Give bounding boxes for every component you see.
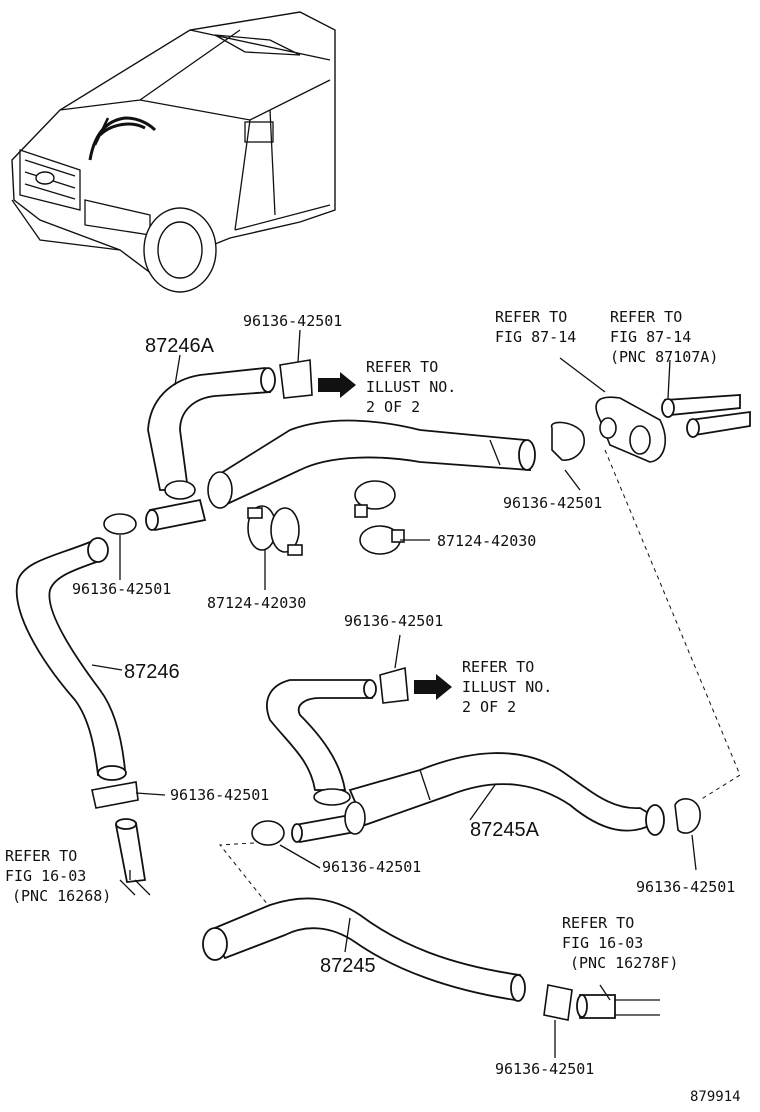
refer-fig8714b-2: FIG 87-14 — [610, 328, 691, 346]
refer-fig1603a-1: REFER TO — [5, 847, 77, 865]
refer-fig8714b-3: (PNC 87107A) — [610, 348, 718, 366]
label-96136-left: 96136-42501 — [72, 580, 171, 598]
label-87124-right: 87124-42030 — [437, 532, 536, 550]
refer-illust-upper-2: ILLUST NO. — [366, 378, 456, 396]
refer-fig1603b-3: (PNC 16278F) — [570, 954, 678, 972]
clamp-96136-group — [103, 359, 701, 846]
refer-illust-lower-3: 2 OF 2 — [462, 698, 516, 716]
clamp-87124-right — [354, 480, 405, 555]
leader-lines — [91, 329, 697, 1058]
arrow-to-illust-upper — [318, 372, 356, 398]
refer-fig1603a-3: (PNC 16268) — [12, 887, 111, 905]
arrow-to-illust-lower — [414, 674, 452, 700]
vehicle-illustration — [11, 11, 336, 293]
label-96136-lower-left: 96136-42501 — [170, 786, 269, 804]
label-96136-bottom: 96136-42501 — [495, 1060, 594, 1078]
refer-fig8714-1: REFER TO — [495, 308, 567, 326]
label-96136-far-right: 96136-42501 — [636, 878, 735, 896]
labels: 87246A 96136-42501 REFER TO ILLUST NO. 2… — [5, 308, 741, 1105]
hose-87245a — [266, 679, 665, 844]
reference-dashed-lines — [219, 449, 741, 906]
label-96136-mid: 96136-42501 — [344, 612, 443, 630]
refer-illust-lower-2: ILLUST NO. — [462, 678, 552, 696]
label-87246a: 87246A — [145, 335, 215, 357]
figure-id: 879914 — [690, 1089, 741, 1105]
label-87246: 87246 — [124, 661, 180, 683]
refer-fig1603b-1: REFER TO — [562, 914, 634, 932]
hose-87246 — [15, 537, 151, 896]
hose-87245 — [202, 897, 660, 1021]
refer-fig8714-2: FIG 87-14 — [495, 328, 576, 346]
label-87124-left: 87124-42030 — [207, 594, 306, 612]
label-96136-mid-lower: 96136-42501 — [322, 858, 421, 876]
label-96136-top: 96136-42501 — [243, 312, 342, 330]
refer-fig1603b-2: FIG 16-03 — [562, 934, 643, 952]
refer-fig8714b-1: REFER TO — [610, 308, 682, 326]
clamp-87124-left — [247, 505, 303, 556]
hose-87246a — [145, 367, 536, 532]
refer-fig1603a-2: FIG 16-03 — [5, 867, 86, 885]
label-87245: 87245 — [320, 955, 376, 977]
label-87245a: 87245A — [470, 819, 540, 841]
bulkhead-plate — [595, 394, 751, 463]
refer-illust-upper-3: 2 OF 2 — [366, 398, 420, 416]
label-96136-right: 96136-42501 — [503, 494, 602, 512]
refer-illust-lower-1: REFER TO — [462, 658, 534, 676]
refer-illust-upper-1: REFER TO — [366, 358, 438, 376]
